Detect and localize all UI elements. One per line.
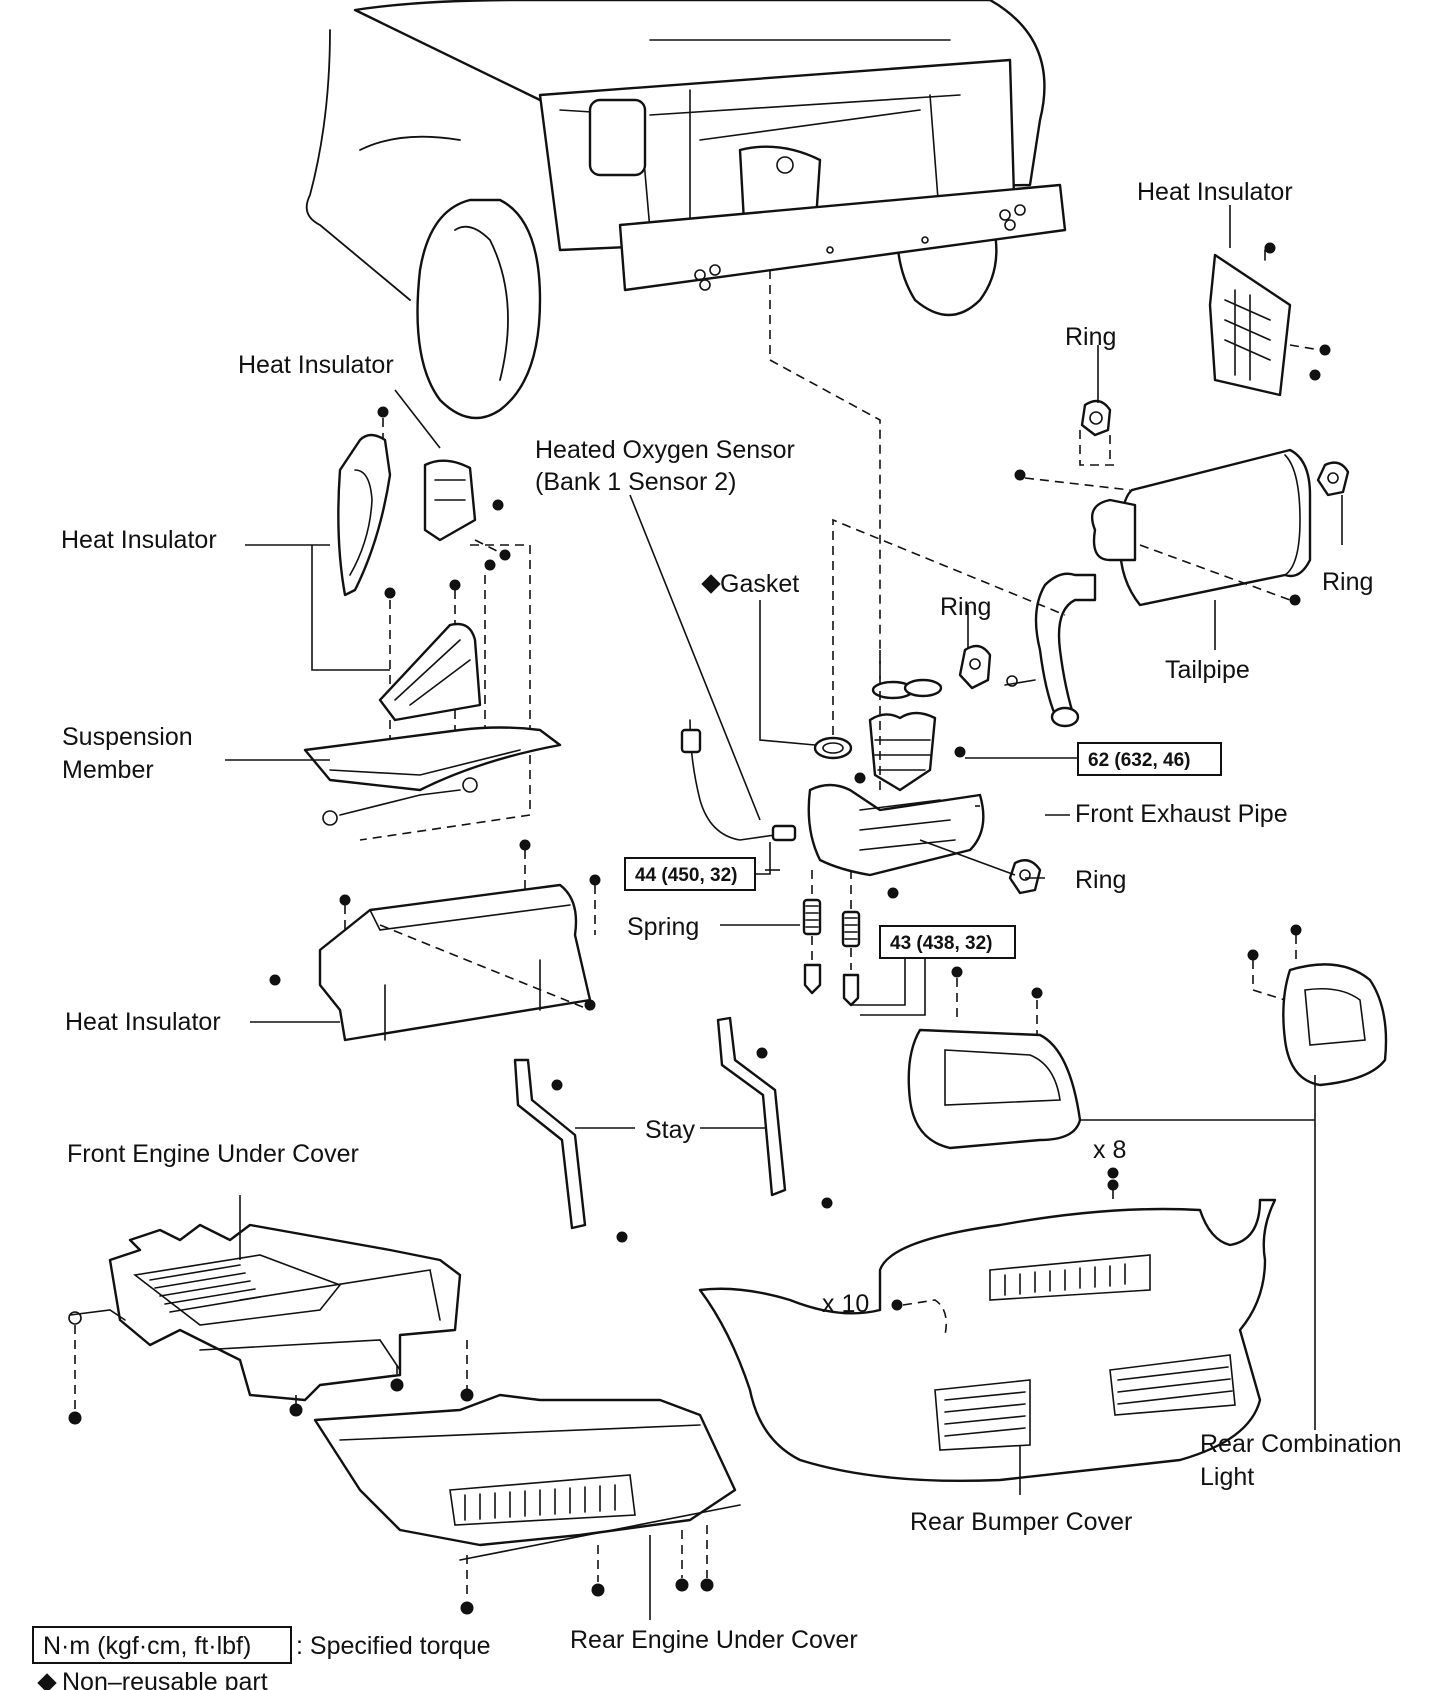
- legend: N·m (kgf·cm, ft·lbf) : Specified torque …: [32, 1626, 491, 1690]
- ring-right-part: [1316, 461, 1350, 497]
- label-front-engine-under-cover: Front Engine Under Cover: [67, 1140, 359, 1168]
- label-stay: Stay: [645, 1116, 696, 1144]
- label-suspension-member-line2: Member: [62, 756, 154, 784]
- heat-insulator-lower-part: [269, 839, 601, 1042]
- gasket-upper-right: [903, 678, 943, 698]
- label-rear-engine-under-cover: Rear Engine Under Cover: [570, 1626, 858, 1654]
- spring-right: [841, 910, 861, 948]
- vehicle-rear-body: [305, 0, 1067, 680]
- ring-mid-part: [958, 644, 992, 690]
- oxygen-sensor-part: [680, 719, 797, 842]
- torque-spring-bolt: 43 (438, 32): [860, 925, 1016, 1016]
- front-engine-under-cover-part: [68, 1223, 474, 1425]
- springs-bolts: [802, 870, 861, 1007]
- label-heat-insulator-lower: Heat Insulator: [65, 1008, 221, 1036]
- legend-unit-box-text: N·m (kgf·cm, ft·lbf): [43, 1632, 251, 1660]
- label-front-exhaust-pipe: Front Exhaust Pipe: [1075, 800, 1288, 828]
- heat-insulator-top-right-part: [1208, 242, 1331, 397]
- tailpipe-assembly: [958, 399, 1350, 728]
- label-qty-x10: x 10: [822, 1290, 869, 1318]
- suspension-member-part: [303, 726, 562, 826]
- label-suspension-member-line1: Suspension: [62, 723, 193, 751]
- ring-top-part: [1080, 399, 1112, 437]
- label-rear-combination-light-line1: Rear Combination: [1200, 1430, 1402, 1458]
- label-heat-insulator-upper: Heat Insulator: [238, 351, 394, 379]
- rear-bumper-cover-part: [698, 1167, 1277, 1483]
- stays: [513, 1016, 833, 1243]
- legend-unit-box: [32, 1626, 292, 1664]
- label-ring-top: Ring: [1065, 323, 1116, 351]
- non-reusable-diamond-legend: [37, 1673, 57, 1690]
- torque-front-pipe-nut-value: 62 (632, 46): [1088, 750, 1190, 771]
- torque-front-pipe-nut: 62 (632, 46): [965, 742, 1222, 776]
- torque-spring-bolt-value: 43 (438, 32): [890, 933, 992, 954]
- label-ho2s-line2: (Bank 1 Sensor 2): [535, 468, 737, 496]
- label-rear-bumper-cover: Rear Bumper Cover: [910, 1508, 1132, 1536]
- spring-left: [802, 898, 822, 936]
- leader-lines: [225, 205, 1343, 1620]
- legend-non-reusable: Non–reusable part: [62, 1668, 268, 1690]
- label-ring-front-pipe: Ring: [1075, 866, 1126, 894]
- front-exhaust-pipe-assembly: [807, 518, 1066, 899]
- torque-oxygen-sensor: 44 (450, 32): [624, 842, 771, 891]
- label-ring-mid: Ring: [940, 593, 991, 621]
- non-reusable-diamond-gasket: [701, 574, 721, 594]
- label-heat-insulator-left: Heat Insulator: [61, 526, 217, 554]
- legend-unit-desc: : Specified torque: [296, 1632, 491, 1660]
- rear-engine-under-cover-part: [313, 1393, 741, 1615]
- rear-combination-lights: [907, 924, 1388, 1150]
- label-spring: Spring: [627, 913, 699, 941]
- label-qty-x8: x 8: [1093, 1136, 1126, 1164]
- left-heat-insulators: [337, 406, 531, 841]
- label-ho2s-line1: Heated Oxygen Sensor: [535, 436, 795, 464]
- gasket-lower: [813, 736, 853, 760]
- label-ring-right: Ring: [1322, 568, 1373, 596]
- label-tailpipe: Tailpipe: [1165, 656, 1250, 684]
- label-heat-insulator-top-right: Heat Insulator: [1137, 178, 1293, 206]
- label-rear-combination-light-line2: Light: [1200, 1463, 1254, 1491]
- label-gasket: Gasket: [720, 570, 799, 598]
- torque-oxygen-sensor-value: 44 (450, 32): [635, 865, 737, 886]
- ring-front-pipe-part: [1008, 859, 1042, 895]
